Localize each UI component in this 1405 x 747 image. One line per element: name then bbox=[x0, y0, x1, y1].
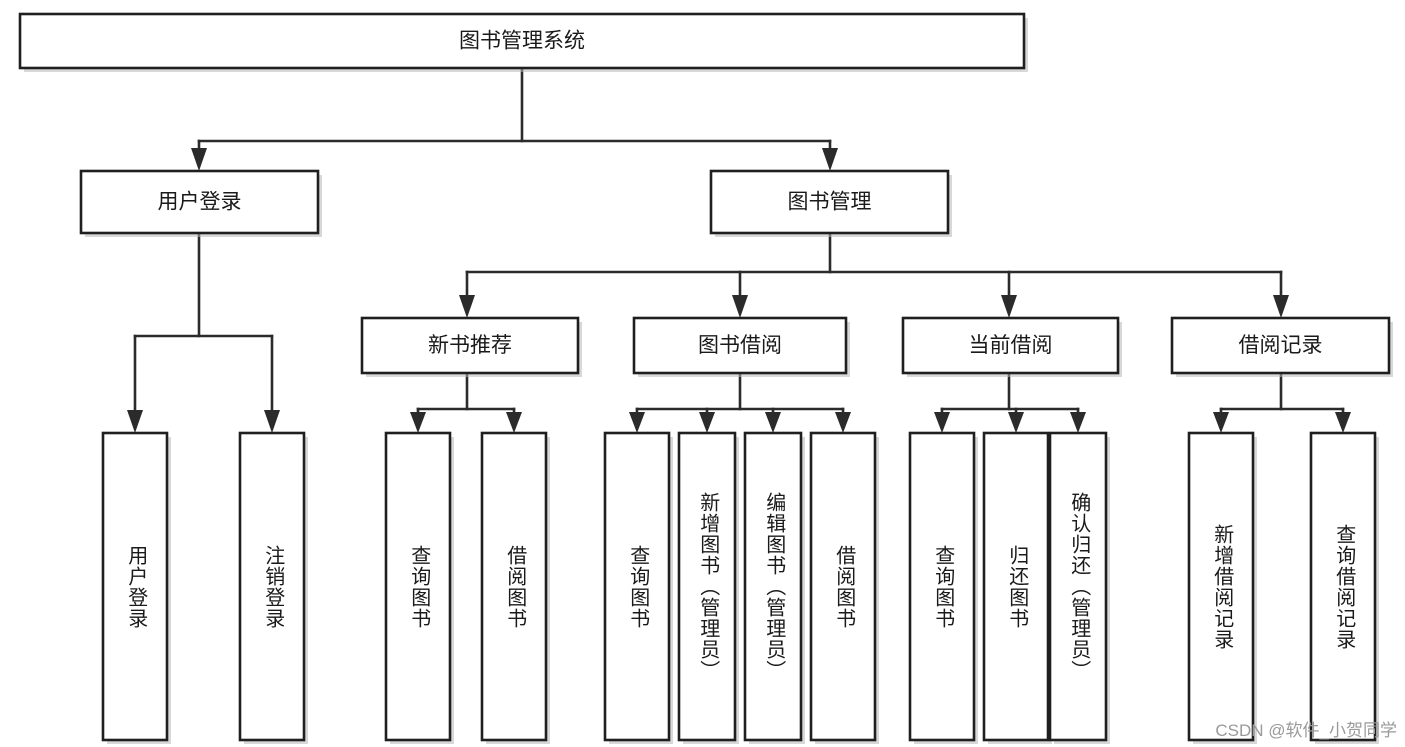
arrowhead-leaf-add-book bbox=[699, 412, 715, 433]
node-borrow-record[interactable] bbox=[1170, 316, 1391, 375]
node-leaf-add-book[interactable] bbox=[677, 431, 737, 742]
node-root[interactable] bbox=[18, 12, 1026, 70]
arrowhead-leaf-user-logout bbox=[264, 410, 280, 433]
node-boxes bbox=[18, 12, 1391, 742]
arrowhead-current-borrow bbox=[1001, 295, 1017, 318]
arrowhead-leaf-confirm-return bbox=[1070, 412, 1086, 433]
node-leaf-return-book[interactable] bbox=[982, 431, 1050, 742]
node-book-borrow[interactable] bbox=[632, 316, 848, 375]
node-leaf-user-login[interactable] bbox=[101, 431, 169, 742]
node-label-user-login: 用户登录 bbox=[158, 191, 242, 214]
node-label-current-borrow: 当前借阅 bbox=[969, 334, 1053, 357]
node-user-login[interactable] bbox=[79, 169, 320, 235]
node-leaf-query-book-rec[interactable] bbox=[384, 431, 452, 742]
arrowhead-leaf-add-record bbox=[1213, 412, 1229, 433]
csdn-watermark: CSDN @软件_小贺同学 bbox=[1215, 721, 1397, 740]
arrowhead-leaf-borrow-book-rec bbox=[506, 412, 522, 433]
arrowhead-book-borrow bbox=[732, 295, 748, 318]
arrowhead-borrow-record bbox=[1273, 295, 1289, 318]
arrowhead-bookmanage bbox=[822, 148, 838, 171]
node-leaf-query-book-borrow[interactable] bbox=[603, 431, 671, 742]
connector-lines bbox=[127, 66, 1351, 433]
arrowhead-leaf-query-book-rec bbox=[410, 412, 426, 433]
node-label-new-book-rec: 新书推荐 bbox=[428, 334, 512, 357]
arrowhead-leaf-user-login bbox=[127, 410, 143, 433]
arrowhead-leaf-query-record bbox=[1335, 412, 1351, 433]
arrowhead-leaf-borrow-book bbox=[835, 412, 851, 433]
node-label-root: 图书管理系统 bbox=[459, 30, 585, 53]
arrowhead-leaf-edit-book bbox=[765, 412, 781, 433]
node-leaf-borrow-book-rec[interactable] bbox=[480, 431, 548, 742]
node-label-book-borrow: 图书借阅 bbox=[698, 334, 782, 357]
node-label-book-manage: 图书管理 bbox=[788, 191, 872, 214]
node-leaf-borrow-book[interactable] bbox=[809, 431, 877, 742]
node-leaf-user-logout[interactable] bbox=[238, 431, 306, 742]
node-current-borrow[interactable] bbox=[901, 316, 1120, 375]
arrowhead-leaf-query-book-cur bbox=[934, 412, 950, 433]
arrowhead-new-book-rec bbox=[459, 295, 475, 318]
arrowhead-userlogin bbox=[191, 148, 207, 171]
arrowhead-leaf-query-book-borrow bbox=[629, 412, 645, 433]
node-leaf-add-record[interactable] bbox=[1187, 431, 1255, 742]
node-book-manage[interactable] bbox=[709, 169, 950, 235]
node-leaf-confirm-return[interactable] bbox=[1048, 431, 1108, 742]
node-leaf-query-book-cur[interactable] bbox=[908, 431, 976, 742]
arrowhead-leaf-return-book bbox=[1008, 412, 1024, 433]
node-label-borrow-record: 借阅记录 bbox=[1239, 334, 1323, 357]
node-leaf-edit-book[interactable] bbox=[743, 431, 803, 742]
node-new-book-rec[interactable] bbox=[360, 316, 580, 375]
node-leaf-query-record[interactable] bbox=[1309, 431, 1377, 742]
